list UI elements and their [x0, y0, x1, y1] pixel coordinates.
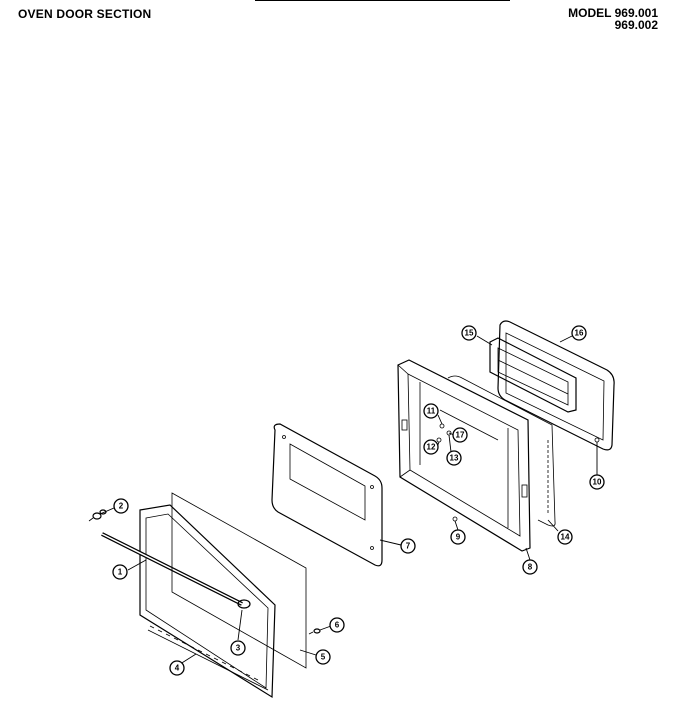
callout-2: 2 — [113, 498, 129, 514]
door-insulation — [447, 375, 556, 527]
model-number-secondary: 969.002 — [614, 18, 658, 32]
inner-door-panel — [271, 423, 383, 567]
svg-text:13: 13 — [450, 454, 459, 463]
callout-17: 17 — [452, 427, 468, 443]
handle-screws — [88, 509, 107, 522]
door-outer-frame — [139, 504, 276, 699]
callout-1: 1 — [112, 564, 128, 580]
page-title: OVEN DOOR SECTION — [18, 7, 152, 21]
window-assembly — [489, 320, 615, 451]
callout-6: 6 — [329, 617, 345, 633]
svg-text:2: 2 — [119, 502, 124, 511]
svg-text:4: 4 — [175, 664, 180, 673]
svg-text:15: 15 — [465, 329, 474, 338]
callout-18: 18 — [442, 460, 444, 462]
svg-text:12: 12 — [427, 443, 436, 452]
svg-text:7: 7 — [406, 542, 411, 551]
model-number-primary: MODEL 969.001 — [568, 6, 658, 20]
svg-text:17: 17 — [456, 431, 465, 440]
svg-text:1: 1 — [118, 568, 123, 577]
glass-screw — [308, 628, 321, 635]
callout-13: 13 — [446, 450, 462, 466]
callout-4: 4 — [169, 660, 185, 676]
callout-9: 9 — [450, 529, 466, 545]
svg-text:3: 3 — [236, 644, 241, 653]
leader-lines — [99, 335, 598, 667]
svg-text:14: 14 — [561, 533, 570, 542]
callout-7: 7 — [400, 538, 416, 554]
model-number: MODEL 969.001 969.002 — [568, 7, 658, 31]
callout-12: 12 — [423, 439, 439, 455]
callout-11: 11 — [423, 403, 439, 419]
header-rule — [255, 0, 510, 1]
callout-16: 16 — [571, 325, 587, 341]
callout-8: 8 — [522, 559, 538, 575]
door-liner — [397, 359, 531, 552]
callout-10: 10 — [589, 474, 605, 490]
svg-text:8: 8 — [528, 563, 533, 572]
callout-14: 14 — [557, 529, 573, 545]
door-glass — [171, 492, 307, 669]
svg-text:5: 5 — [321, 653, 326, 662]
svg-text:6: 6 — [335, 621, 340, 630]
callout-5: 5 — [315, 649, 331, 665]
callout-3: 3 — [230, 640, 246, 656]
callout-15: 15 — [461, 325, 477, 341]
svg-text:16: 16 — [575, 329, 584, 338]
svg-text:11: 11 — [427, 407, 436, 416]
svg-text:9: 9 — [456, 533, 461, 542]
svg-text:10: 10 — [593, 478, 602, 487]
